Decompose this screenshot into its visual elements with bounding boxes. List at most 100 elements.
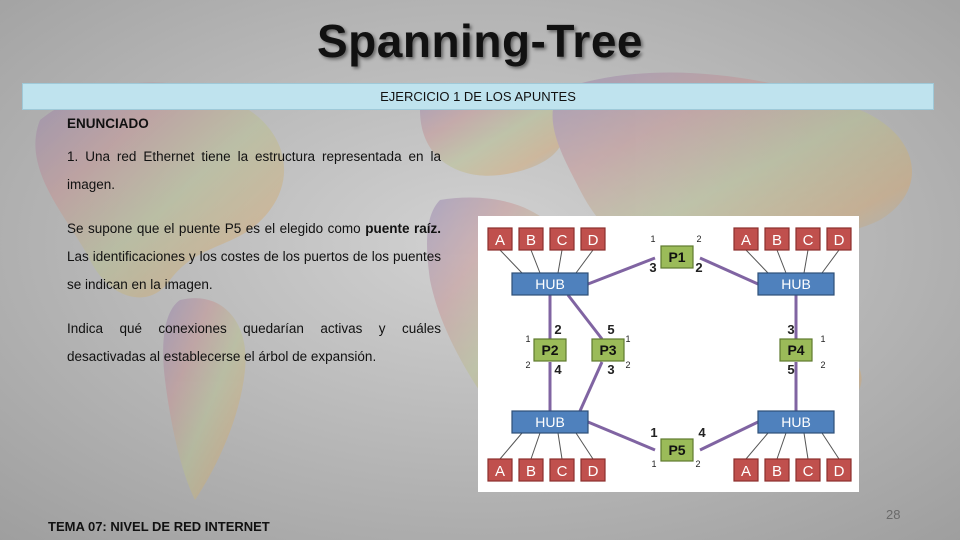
host-d-box [826, 227, 852, 251]
link-p5-hub-br [699, 420, 759, 452]
host-d-label: D [834, 232, 845, 249]
statement-heading: ENUNCIADO [67, 116, 149, 131]
footer-topic: TEMA 07: NIVEL DE RED INTERNET [48, 519, 270, 534]
host-d-box [580, 458, 606, 482]
p3-cost-bottom: 3 [607, 362, 614, 377]
host-c-box [795, 227, 821, 251]
host-cable [745, 249, 769, 274]
hub-top-left-label: HUB [535, 276, 565, 292]
bridge-p3 [591, 338, 625, 362]
host-a-box [487, 227, 513, 251]
host-cable [821, 249, 840, 274]
bridge-p2 [533, 338, 567, 362]
p5-cost-left: 1 [650, 425, 657, 440]
host-a-label: A [495, 232, 505, 249]
p4-port-1: 1 [820, 334, 825, 344]
host-c-box [549, 227, 575, 251]
host-c-label: C [803, 463, 814, 480]
p3-port-1: 1 [625, 334, 630, 344]
slide-title: Spanning-Tree [317, 15, 643, 67]
bridge-p4-label: P4 [787, 342, 804, 358]
hub-bottom-left [511, 410, 589, 434]
host-b-label: B [526, 232, 536, 249]
host-d-box [580, 227, 606, 251]
host-cable [557, 249, 563, 274]
p5-port-2: 2 [695, 459, 700, 469]
p2-port-2: 2 [525, 360, 530, 370]
host-d-box [826, 458, 852, 482]
bridge-p1-label: P1 [668, 249, 685, 265]
root-bridge-emphasis: puente raíz. [365, 221, 441, 236]
link-p1-hub-tr [699, 256, 759, 286]
bridge-p5-label: P5 [668, 442, 685, 458]
p2-cost-bottom: 4 [554, 362, 562, 377]
host-a-box [733, 227, 759, 251]
host-c-label: C [557, 232, 568, 249]
host-a-box [487, 458, 513, 482]
p5-cost-right: 4 [698, 425, 706, 440]
host-b-label: B [772, 463, 782, 480]
bridge-p3-label: P3 [599, 342, 616, 358]
p1-port-1: 1 [650, 234, 655, 244]
p5-port-1: 1 [651, 459, 656, 469]
bridge-p1 [660, 245, 694, 269]
host-cable [530, 432, 541, 460]
paragraph-2-start: Se supone que el puente P5 es el elegido… [67, 221, 366, 236]
host-a-label: A [741, 463, 751, 480]
hub-top-left [511, 272, 589, 296]
host-cable [499, 432, 523, 460]
statement-paragraph-3: Indica qué conexiones quedarían activas … [67, 321, 441, 364]
host-d-label: D [588, 463, 599, 480]
statement-paragraph-1: 1. Una red Ethernet tiene la estructura … [67, 149, 441, 192]
host-cable [776, 249, 787, 274]
hub-top-right [757, 272, 835, 296]
host-cable [575, 432, 594, 460]
host-d-label: D [588, 232, 599, 249]
p4-cost-bottom: 5 [787, 362, 794, 377]
host-cable [530, 249, 541, 274]
exercise-banner: EJERCICIO 1 DE LOS APUNTES [22, 83, 934, 110]
p2-port-1: 1 [525, 334, 530, 344]
host-b-box [764, 458, 790, 482]
host-c-label: C [557, 463, 568, 480]
host-a-label: A [741, 232, 751, 249]
host-cable [776, 432, 787, 460]
statement-block: ENUNCIADO 1. Una red Ethernet tiene la e… [67, 116, 441, 387]
host-cable [575, 249, 594, 274]
host-c-label: C [803, 232, 814, 249]
p1-cost-right: 2 [695, 260, 702, 275]
p2-cost-top: 2 [554, 322, 561, 337]
hub-bottom-right-label: HUB [781, 414, 811, 430]
p3-port-2: 2 [625, 360, 630, 370]
host-cable [803, 249, 809, 274]
link-p3-hub-bl [578, 361, 604, 412]
p1-cost-left: 3 [649, 260, 656, 275]
host-cable [499, 249, 523, 274]
bridge-p5 [660, 438, 694, 462]
p4-port-2: 2 [820, 360, 825, 370]
host-cable [803, 432, 809, 460]
hub-bottom-left-label: HUB [535, 414, 565, 430]
p4-cost-top: 3 [787, 322, 794, 337]
host-d-label: D [834, 463, 845, 480]
host-b-box [518, 227, 544, 251]
host-c-box [549, 458, 575, 482]
hub-top-right-label: HUB [781, 276, 811, 292]
host-b-box [518, 458, 544, 482]
host-cable [821, 432, 840, 460]
hub-bottom-right [757, 410, 835, 434]
bridge-p2-label: P2 [541, 342, 558, 358]
page-number: 28 [886, 507, 901, 522]
statement-paragraph-2: Se supone que el puente P5 es el elegido… [67, 215, 441, 299]
host-b-box [764, 227, 790, 251]
p3-cost-top: 5 [607, 322, 614, 337]
host-a-box [733, 458, 759, 482]
link-hub-tl-p3 [566, 294, 604, 340]
host-b-label: B [772, 232, 782, 249]
link-hub-bl-p5 [587, 420, 656, 452]
host-a-label: A [495, 463, 505, 480]
host-cable [745, 432, 769, 460]
paragraph-2-end: Las identificaciones y los costes de los… [67, 249, 441, 292]
